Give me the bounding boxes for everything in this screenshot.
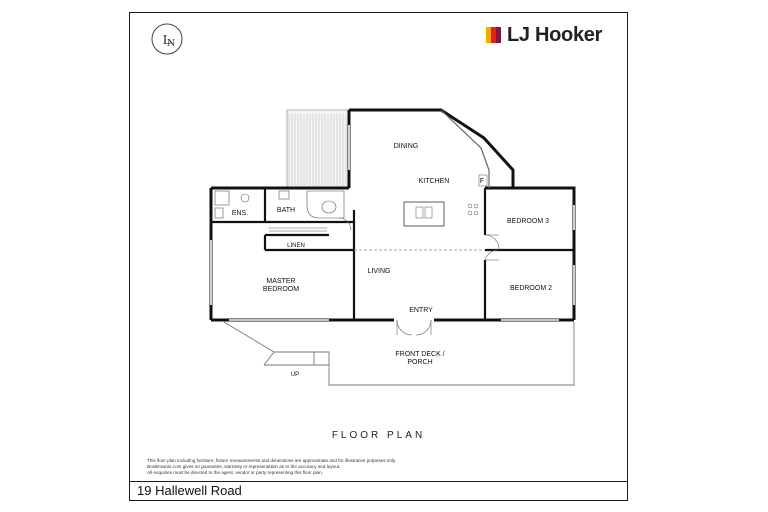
disclaimer-line: BoxBrownie.com gives no guarantee, warra… — [147, 464, 341, 469]
disclaimer-line: This floor plan including furniture, fix… — [147, 458, 397, 463]
room-label-dining: DINING — [394, 143, 419, 150]
entry-doors — [394, 316, 434, 336]
room-label-deck-line1: FRONT DECK / — [395, 351, 444, 358]
svg-text:L: L — [163, 33, 172, 48]
brand-stripe — [486, 27, 491, 43]
door-swings — [338, 217, 500, 261]
room-label-master-line2: BEDROOM — [263, 286, 299, 293]
plan-title: FLOOR PLAN — [331, 430, 426, 441]
bath-fixtures — [278, 190, 345, 219]
ln-monogram-icon: L N — [151, 23, 183, 55]
room-label-linen: LINEN — [287, 243, 305, 249]
brand-stripe — [496, 27, 501, 43]
disclaimer-line: All enquiries must be directed to the ag… — [147, 470, 323, 475]
footer-divider — [129, 481, 628, 482]
front-deck — [223, 321, 575, 386]
sink-icon — [424, 206, 433, 219]
rear-stairs — [286, 109, 350, 189]
windows — [210, 125, 575, 321]
room-label-bedroom2: BEDROOM 2 — [510, 285, 552, 292]
room-label-master-line1: MASTER — [266, 278, 295, 285]
floor-plan-drawing: DINING KITCHEN F BATH ENS. LINEN BEDROOM… — [209, 108, 576, 386]
cooktop-icon — [467, 203, 479, 216]
room-label-entry: ENTRY — [409, 307, 433, 314]
kitchen-island — [403, 201, 445, 227]
sink-icon — [415, 206, 424, 219]
room-label-deck-line2: PORCH — [407, 359, 432, 366]
linen-shelves — [269, 227, 327, 232]
room-label-fridge: F — [480, 178, 484, 185]
room-label-bath: BATH — [277, 207, 295, 214]
ensuite-fixtures — [214, 190, 250, 219]
lj-hooker-logo: LJ Hooker — [486, 24, 602, 46]
property-address: 19 Hallewell Road — [137, 483, 242, 498]
brand-stripe — [491, 27, 496, 43]
room-label-kitchen: KITCHEN — [419, 178, 450, 185]
stairs-up-label: UP — [291, 372, 299, 378]
fridge-space — [478, 174, 488, 187]
interior-walls — [211, 188, 574, 320]
room-label-living: LIVING — [368, 268, 391, 275]
brand-name: LJ Hooker — [507, 23, 603, 46]
room-label-ensuite: ENS. — [232, 210, 248, 217]
kitchen-bench-outline — [440, 109, 490, 188]
room-label-bedroom3: BEDROOM 3 — [507, 218, 549, 225]
brand-mark-icon — [486, 27, 501, 43]
disclaimer: This floor plan including furniture, fix… — [147, 458, 507, 476]
svg-text:N: N — [167, 37, 175, 49]
